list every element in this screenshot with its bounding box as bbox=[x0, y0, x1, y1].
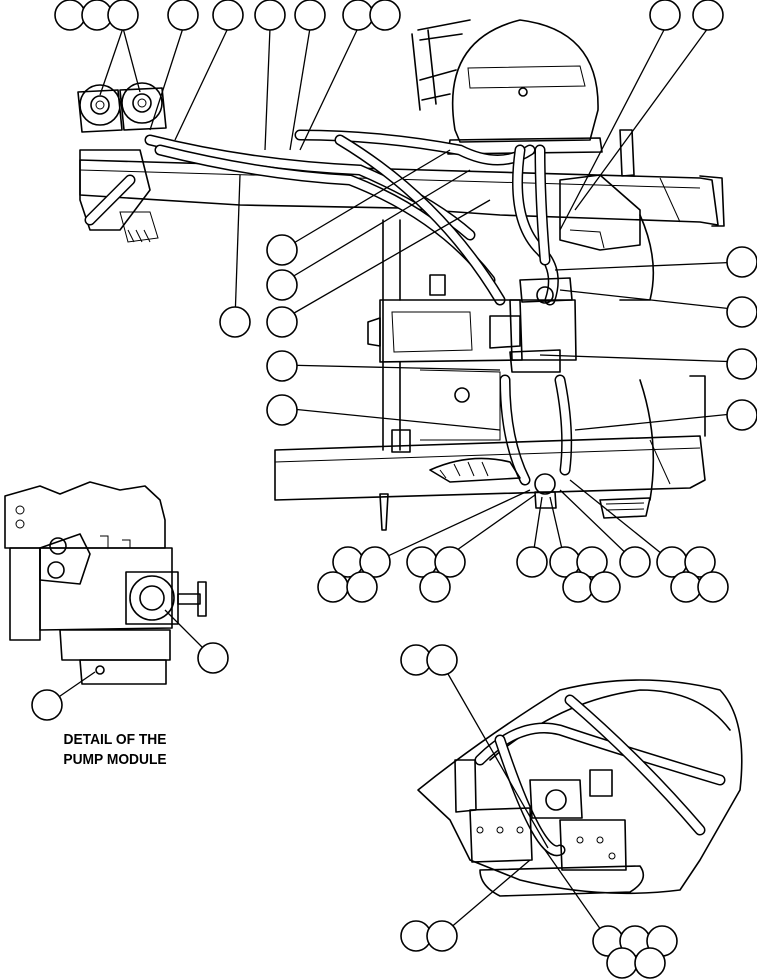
detail-caption-line2: PUMP MODULE bbox=[63, 751, 167, 768]
callout-bubble bbox=[606, 947, 638, 979]
callout-bubble bbox=[684, 546, 716, 578]
pump-pair bbox=[77, 82, 167, 133]
callout-bubble bbox=[107, 0, 139, 31]
main-chassis-assembly bbox=[77, 19, 725, 531]
callout-bubble bbox=[167, 0, 199, 31]
callout-bubble bbox=[197, 642, 229, 674]
callout-bubble bbox=[294, 0, 326, 31]
callout-bubble bbox=[342, 0, 374, 31]
callout-bubble bbox=[266, 269, 298, 301]
callout-bubble bbox=[562, 571, 594, 603]
callout-bubble bbox=[576, 546, 608, 578]
pump-module bbox=[367, 277, 577, 373]
callout-bubble bbox=[426, 644, 458, 676]
callout-bubble bbox=[266, 234, 298, 266]
callout-bubble bbox=[670, 571, 702, 603]
callout-bubble bbox=[426, 920, 458, 952]
callout-bubble bbox=[266, 394, 298, 426]
callout-bubble bbox=[266, 306, 298, 338]
callout-bubble bbox=[369, 0, 401, 31]
tank bbox=[411, 19, 603, 155]
detail-caption-line1: DETAIL OF THE bbox=[63, 731, 167, 748]
callout-bubble bbox=[726, 348, 757, 380]
callout-bubble bbox=[317, 571, 349, 603]
callout-bubble bbox=[266, 350, 298, 382]
callout-bubble bbox=[692, 0, 724, 31]
callout-bubble bbox=[634, 947, 666, 979]
iso-view-assembly bbox=[417, 679, 743, 897]
callout-bubble bbox=[31, 689, 63, 721]
detail-caption: DETAIL OF THE PUMP MODULE bbox=[46, 730, 184, 770]
callout-bubble bbox=[212, 0, 244, 31]
callout-bubble bbox=[419, 571, 451, 603]
callout-bubble bbox=[346, 571, 378, 603]
pump-module-detail bbox=[4, 481, 207, 685]
callout-bubble bbox=[649, 0, 681, 31]
callout-bubble bbox=[254, 0, 286, 31]
callout-bubble bbox=[726, 246, 757, 278]
leader-lines bbox=[46, 27, 743, 941]
callout-bubble bbox=[697, 571, 729, 603]
callout-bubble bbox=[726, 296, 757, 328]
callout-bubble bbox=[726, 399, 757, 431]
callout-bubble bbox=[54, 0, 86, 31]
callout-bubble bbox=[359, 546, 391, 578]
callout-bubble bbox=[516, 546, 548, 578]
callout-bubbles bbox=[31, 0, 757, 979]
callout-bubble bbox=[434, 546, 466, 578]
callout-bubble bbox=[219, 306, 251, 338]
callout-bubble bbox=[589, 571, 621, 603]
callout-bubble bbox=[619, 546, 651, 578]
